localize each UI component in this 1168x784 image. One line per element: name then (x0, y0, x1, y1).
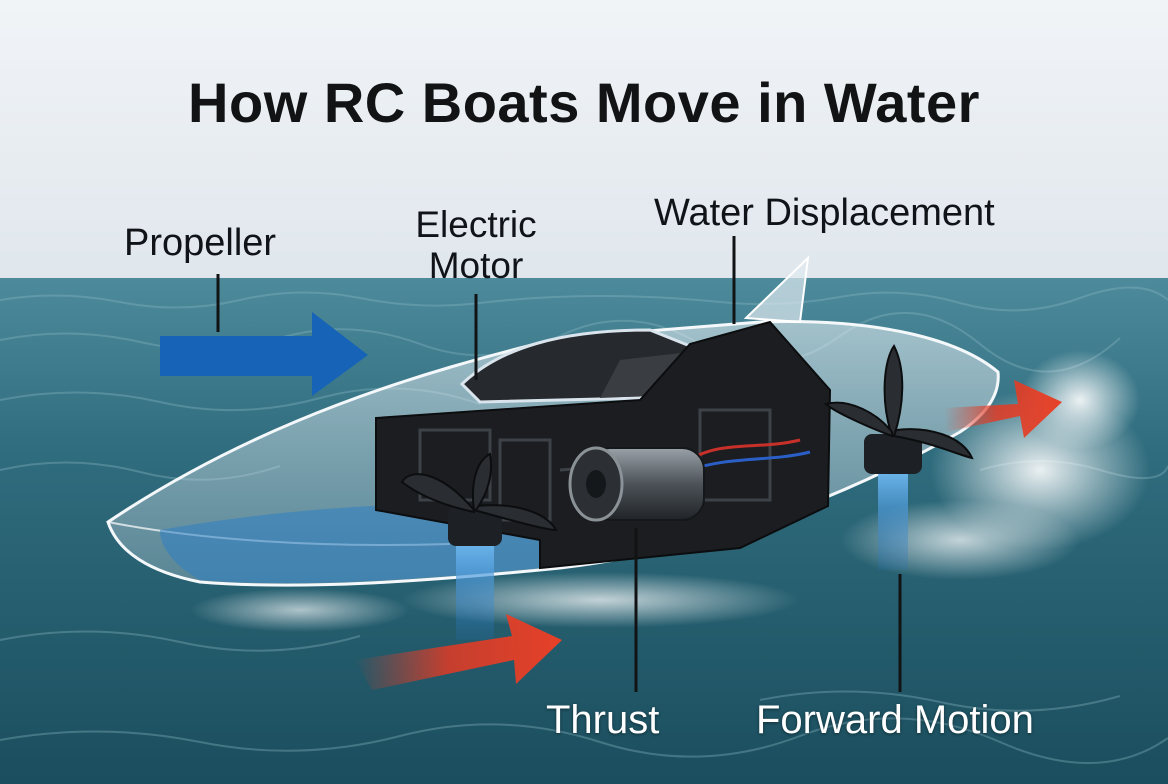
electric-motor-icon (568, 446, 705, 522)
label-thrust: Thrust (546, 698, 660, 742)
label-water-displacement: Water Displacement (654, 192, 995, 234)
forward-motion-arrow (944, 380, 1062, 438)
propeller-arrow (160, 312, 368, 396)
arrow-icon (160, 312, 1062, 690)
water-spray (190, 350, 1150, 632)
thrust-arrow (355, 614, 562, 690)
label-electric-motor: Electric Motor (415, 204, 537, 287)
page-title: How RC Boats Move in Water (188, 71, 980, 134)
propeller-icon (400, 452, 558, 640)
propeller-icon (824, 344, 974, 570)
sky-background (0, 0, 1168, 290)
label-forward-motion: Forward Motion (756, 698, 1034, 742)
label-propeller: Propeller (124, 222, 277, 264)
leader-lines (216, 236, 902, 692)
